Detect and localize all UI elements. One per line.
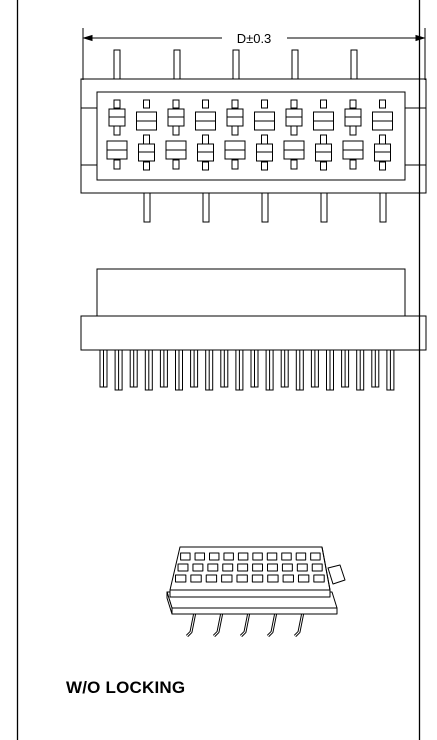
cavity-pin-tip: [261, 134, 268, 145]
cavity-pin-tip: [231, 99, 239, 109]
iso-cavity: [209, 552, 220, 561]
iso-cavity: [313, 574, 325, 583]
iso-cavity: [223, 552, 234, 561]
cavity-pin-tip: [290, 125, 298, 136]
lower-pin: [202, 192, 210, 223]
iso-cavity: [252, 552, 263, 561]
iso-cavity: [267, 574, 279, 583]
lower-pin: [143, 192, 151, 223]
isometric-view: [166, 546, 346, 638]
iso-cavity: [207, 563, 219, 572]
cavity-pin-tip: [261, 161, 268, 171]
lower-pin: [379, 192, 387, 223]
iso-cavity: [295, 552, 307, 561]
cavity-pin-tip: [349, 125, 357, 136]
upper-pins: [113, 49, 358, 80]
iso-cavity: [311, 563, 323, 572]
iso-cavity: [237, 563, 249, 572]
cavity-pin-tip: [113, 125, 121, 136]
iso-cavity: [310, 552, 321, 561]
iso-cavity: [266, 552, 278, 561]
cavity-pin-tip: [113, 99, 121, 109]
cavity-pin-tip: [202, 134, 209, 145]
iso-cavity: [174, 574, 187, 583]
iso-cavity: [205, 574, 218, 583]
housing-outline: [80, 78, 427, 194]
iso-cavity: [236, 574, 248, 583]
iso-pin-highlight: [186, 611, 196, 637]
iso-pin-highlight: [213, 611, 223, 637]
iso-cavity: [252, 563, 264, 572]
iso-side-tab: [327, 564, 346, 585]
cavity-pin-tip: [320, 99, 327, 109]
iso-cavity: [251, 574, 264, 583]
iso-body-front: [169, 589, 331, 598]
iso-cavity: [192, 563, 204, 572]
cavity-pin-tip: [349, 159, 357, 170]
cavity-pin-tip: [172, 125, 180, 136]
iso-cavity: [267, 563, 278, 572]
isometric-pins: [185, 611, 305, 638]
iso-cavity: [180, 552, 191, 561]
cavity-pin-tip: [231, 159, 239, 170]
housing-inner-wall: [96, 91, 406, 181]
isometric-cavities: [174, 552, 325, 583]
upper-pin: [113, 49, 121, 80]
iso-pin-highlight: [294, 611, 304, 637]
side-upper-body: [96, 268, 406, 317]
cavity-pin-tip: [143, 161, 150, 171]
iso-body-edge: [321, 546, 331, 591]
iso-cavity: [221, 574, 233, 583]
iso-base-plate-front: [171, 607, 338, 615]
lower-pin: [261, 192, 269, 223]
cavity-pin-tip: [290, 99, 298, 109]
iso-cavity: [177, 563, 189, 572]
iso-pin-highlight: [267, 611, 277, 637]
lower-pin: [320, 192, 328, 223]
iso-cavity: [281, 563, 293, 572]
side-view-pins: [99, 349, 395, 391]
cavity-pin-tip: [379, 99, 386, 109]
cavity-pin-tip: [172, 159, 180, 170]
cavity-pin-tip: [261, 99, 268, 109]
cavity-pin-tip: [379, 134, 386, 145]
dimension-arrow-right: [415, 34, 426, 42]
cavity-pin-tip: [202, 161, 209, 171]
cavity-pin-tip: [143, 99, 150, 109]
iso-cavity: [281, 552, 292, 561]
cavity-pin-tip: [290, 159, 298, 170]
upper-pin: [350, 49, 358, 80]
iso-cavity: [282, 574, 294, 583]
cavity-pin-tip: [379, 161, 386, 171]
cavity-pin-tip: [349, 99, 357, 109]
dimension-label: D±0.3: [237, 31, 272, 46]
iso-pin-highlight: [240, 611, 250, 637]
side-base-flange: [80, 315, 427, 351]
cavity-pin-tip: [172, 99, 180, 109]
lower-pins: [143, 192, 387, 223]
side-view: [80, 268, 427, 391]
upper-pin: [173, 49, 181, 80]
cavity-pin-tip: [320, 161, 327, 171]
caption-label: W/O LOCKING: [66, 678, 186, 697]
top-view: [80, 28, 427, 223]
iso-cavity: [190, 574, 202, 583]
iso-cavity: [297, 574, 310, 583]
upper-pin: [232, 49, 240, 80]
cavity-pin-tip: [202, 99, 209, 109]
cavity-pin-tip: [320, 134, 327, 145]
cavity-pin-tip: [143, 134, 150, 145]
upper-pin: [291, 49, 299, 80]
cavity-pin-tip: [113, 159, 121, 170]
cavity-pin-tip: [231, 125, 239, 136]
iso-cavity: [237, 552, 249, 561]
iso-cavity: [194, 552, 206, 561]
iso-cavity: [296, 563, 308, 572]
dimension-arrow-left: [82, 34, 93, 42]
iso-base-plate-side: [166, 591, 173, 615]
iso-cavity: [222, 563, 234, 572]
contact-cavities: [106, 99, 393, 171]
